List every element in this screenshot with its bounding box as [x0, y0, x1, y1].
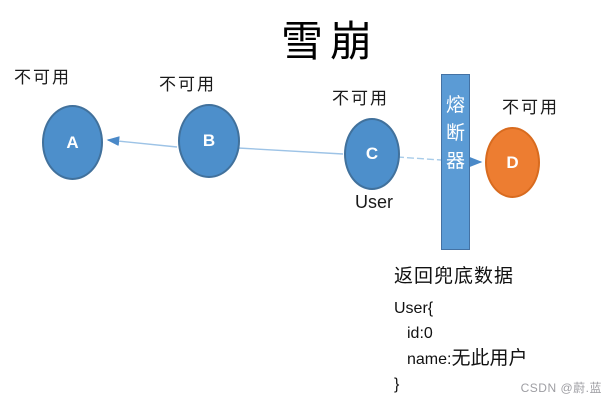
- node-a-label: A: [66, 132, 79, 152]
- fallback-code-name-value: 无此用户: [451, 348, 528, 369]
- fallback-code-name-key: name:: [407, 351, 452, 368]
- service-node-b: B: [178, 104, 240, 178]
- fallback-data-block: 返回兜底数据 User{ id:0 name:无此用户 }: [394, 261, 527, 397]
- csdn-watermark: CSDN @蔚.蓝: [520, 381, 602, 395]
- line-c-to-breaker: [396, 156, 442, 161]
- arrow-b-to-a: [106, 136, 178, 148]
- fallback-code-id: id:0: [407, 325, 433, 342]
- node-c-label: C: [365, 144, 379, 163]
- fallback-heading: 返回兜底数据: [394, 266, 515, 287]
- node-b-label: B: [202, 131, 216, 150]
- service-node-d: D: [485, 127, 540, 198]
- status-label-d: 不可用: [502, 98, 559, 117]
- fallback-code-open: User{: [394, 300, 434, 317]
- fallback-code-close: }: [394, 376, 400, 393]
- circuit-breaker-bar: 熔断器: [441, 74, 470, 250]
- fallback-code-name: name:无此用户: [394, 346, 527, 372]
- user-caption: User: [354, 192, 393, 212]
- status-label-c: 不可用: [332, 89, 389, 108]
- node-d-label: D: [506, 152, 519, 172]
- circuit-breaker-label: 熔断器: [445, 95, 465, 172]
- diagram-title: 雪崩: [280, 17, 379, 66]
- line-c-to-b: [237, 147, 344, 155]
- status-label-b: 不可用: [159, 75, 216, 94]
- service-node-a: A: [42, 105, 103, 180]
- service-node-c: C: [344, 118, 400, 190]
- status-label-a: 不可用: [14, 68, 71, 87]
